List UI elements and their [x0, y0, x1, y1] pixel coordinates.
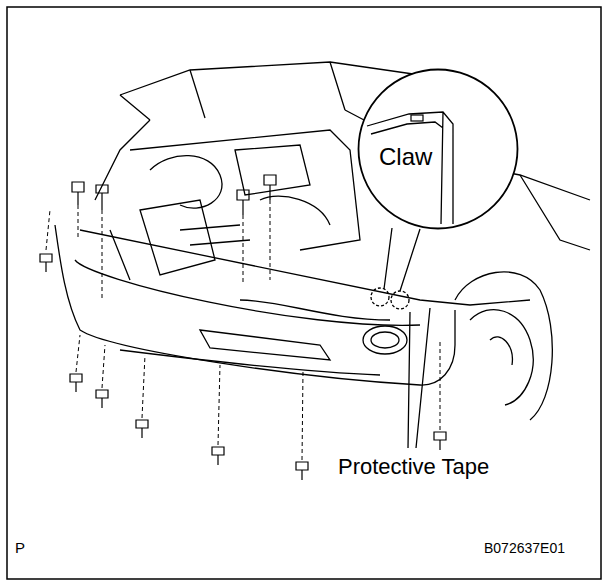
part-label: Protective Tape	[338, 455, 489, 479]
callout-label: Claw	[379, 144, 432, 170]
magnified-view: Claw	[357, 68, 519, 230]
figure-code: B072637E01	[484, 541, 565, 556]
page-mark: P	[15, 540, 25, 557]
